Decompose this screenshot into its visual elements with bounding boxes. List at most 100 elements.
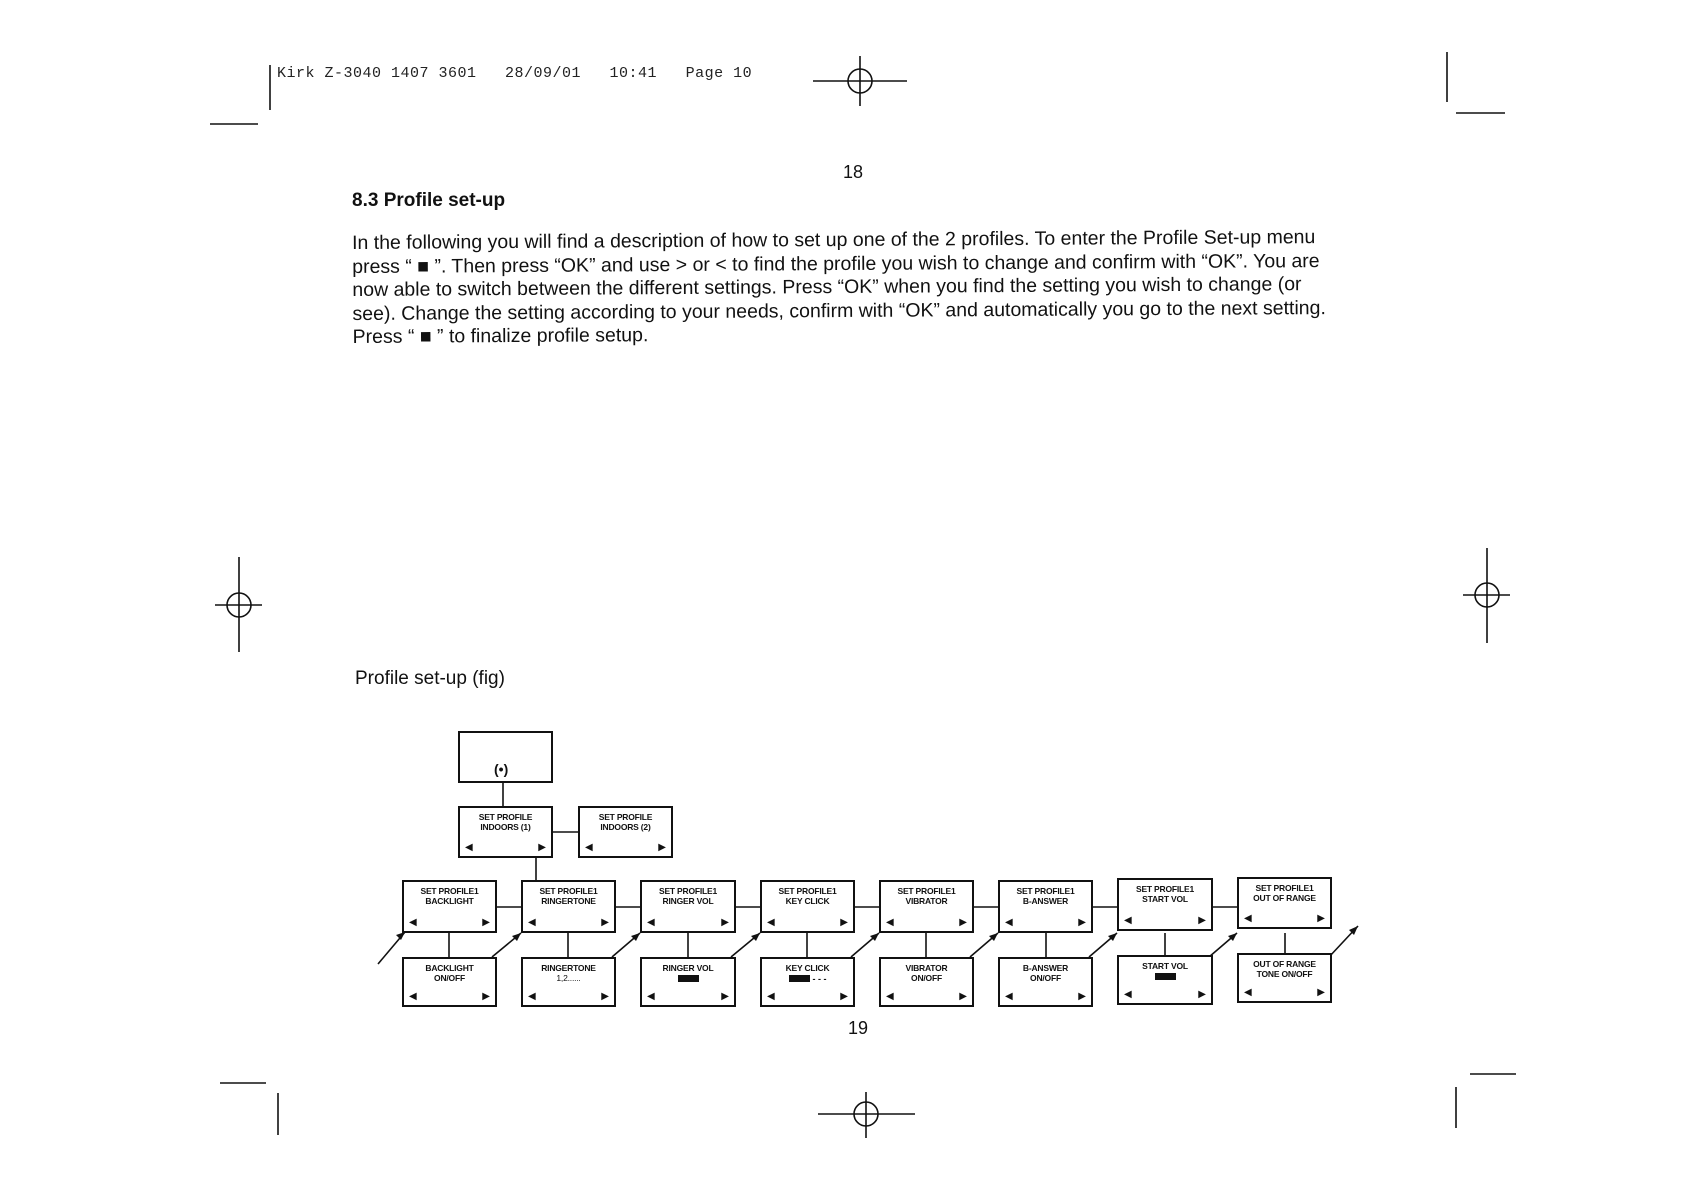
page-number-top: 18	[843, 162, 864, 182]
lcd-profile-indoors-2: SET PROFILE INDOORS (2) ◀ ▶	[578, 806, 673, 858]
volume-bars	[1119, 971, 1211, 981]
right-arrow-icon: ▶	[959, 991, 967, 1002]
left-arrow-icon: ◀	[1124, 989, 1132, 1000]
right-arrow-icon: ▶	[959, 917, 967, 928]
left-arrow-icon: ◀	[647, 991, 655, 1002]
lcd-line: SET PROFILE1	[658, 886, 718, 896]
lcd-line: OUT OF RANGE	[1253, 893, 1316, 903]
lcd-line: RINGERTONE	[541, 896, 596, 906]
lcd-line: SET PROFILE1	[420, 886, 479, 896]
left-arrow-icon: ◀	[1005, 917, 1013, 928]
lcd-setting-out-of-range: SET PROFILE1 OUT OF RANGE ◀ ▶	[1237, 877, 1332, 929]
volume-bar-icon	[677, 975, 699, 983]
lcd-setting-backlight: SET PROFILE1 BACKLIGHT ◀ ▶	[402, 880, 497, 933]
lcd-line: RINGER VOL	[662, 963, 714, 973]
registration-mark-left	[215, 557, 262, 652]
section-title: 8.3 Profile set-up	[352, 190, 506, 211]
lcd-line: BACKLIGHT	[425, 963, 474, 973]
lcd-line: SET PROFILE	[478, 812, 533, 822]
right-arrow-icon: ▶	[538, 842, 546, 853]
figure-caption: Profile set-up (fig)	[355, 668, 505, 689]
lcd-line: BACKLIGHT	[425, 896, 474, 906]
lcd-setting-b-answer: SET PROFILE1 B-ANSWER ◀ ▶	[998, 880, 1093, 933]
registration-mark-bottom	[818, 1092, 915, 1138]
handset-icon: (•)	[494, 761, 509, 777]
lcd-line: - - -	[812, 973, 827, 984]
lcd-line: START VOL	[1142, 961, 1188, 971]
handset-display: (•)	[458, 731, 553, 783]
right-arrow-icon: ▶	[601, 991, 609, 1002]
volume-bars: - - -	[762, 973, 853, 984]
lcd-line: SET PROFILE1	[539, 886, 598, 896]
lcd-setting-ringer-vol: SET PROFILE1 RINGER VOL ◀ ▶	[640, 880, 736, 933]
left-arrow-icon: ◀	[767, 917, 775, 928]
print-slug: Kirk Z-3040 1407 3601 28/09/01 10:41 Pag…	[277, 65, 753, 82]
right-arrow-icon: ▶	[721, 917, 729, 928]
body-line: Press “ ■ ” to finalize profile setup.	[352, 324, 649, 348]
registration-mark-top	[813, 56, 907, 106]
lcd-line: B-ANSWER	[1022, 896, 1069, 906]
left-arrow-icon: ◀	[1244, 913, 1252, 924]
lcd-line: 1,2......	[556, 973, 581, 983]
left-arrow-icon: ◀	[1244, 987, 1252, 998]
right-arrow-icon: ▶	[601, 917, 609, 928]
lcd-line: KEY CLICK	[785, 963, 830, 973]
lcd-line: VIBRATOR	[905, 896, 948, 906]
volume-bar-icon	[788, 975, 810, 983]
lcd-line: ON/OFF	[1030, 973, 1061, 983]
right-arrow-icon: ▶	[721, 991, 729, 1002]
lcd-value-out-of-range: OUT OF RANGE TONE ON/OFF ◀ ▶	[1237, 953, 1332, 1003]
body-paragraph: In the following you will find a descrip…	[352, 226, 1353, 350]
lcd-line: RINGER VOL	[662, 896, 714, 906]
lcd-line: B-ANSWER	[1022, 963, 1069, 973]
volume-bars	[642, 973, 734, 983]
lcd-line: SET PROFILE1	[897, 886, 956, 896]
right-arrow-icon: ▶	[1078, 991, 1086, 1002]
left-arrow-icon: ◀	[528, 991, 536, 1002]
lcd-value-ringer-vol: RINGER VOL ◀ ▶	[640, 957, 736, 1007]
left-arrow-icon: ◀	[585, 842, 593, 853]
lcd-value-b-answer: B-ANSWER ON/OFF ◀ ▶	[998, 957, 1093, 1007]
lcd-line: OUT OF RANGE	[1253, 959, 1316, 969]
left-arrow-icon: ◀	[886, 917, 894, 928]
lcd-line: SET PROFILE1	[1135, 884, 1195, 894]
lcd-value-vibrator: VIBRATOR ON/OFF ◀ ▶	[879, 957, 974, 1007]
volume-bar-icon	[1154, 973, 1176, 981]
right-arrow-icon: ▶	[482, 917, 490, 928]
lcd-value-start-vol: START VOL ◀ ▶	[1117, 955, 1213, 1005]
left-arrow-icon: ◀	[409, 991, 417, 1002]
lcd-setting-ringertone: SET PROFILE1 RINGERTONE ◀ ▶	[521, 880, 616, 933]
left-arrow-icon: ◀	[528, 917, 536, 928]
right-arrow-icon: ▶	[840, 991, 848, 1002]
lcd-setting-key-click: SET PROFILE1 KEY CLICK ◀ ▶	[760, 880, 855, 933]
lcd-line: SET PROFILE1	[778, 886, 837, 896]
right-arrow-icon: ▶	[1317, 913, 1325, 924]
lcd-value-ringertone: RINGERTONE 1,2...... ◀ ▶	[521, 957, 616, 1007]
lcd-line: VIBRATOR	[905, 963, 948, 973]
left-arrow-icon: ◀	[767, 991, 775, 1002]
left-arrow-icon: ◀	[1124, 915, 1132, 926]
lcd-line: KEY CLICK	[785, 896, 830, 906]
right-arrow-icon: ▶	[658, 842, 666, 853]
lcd-line: INDOORS (1)	[480, 822, 531, 832]
left-arrow-icon: ◀	[1005, 991, 1013, 1002]
lcd-profile-indoors-1: SET PROFILE INDOORS (1) ◀ ▶	[458, 806, 553, 858]
registration-mark-right	[1463, 548, 1510, 643]
lcd-line: ON/OFF	[434, 973, 465, 983]
lcd-setting-start-vol: SET PROFILE1 START VOL ◀ ▶	[1117, 878, 1213, 931]
lcd-line: SET PROFILE1	[1016, 886, 1075, 896]
right-arrow-icon: ▶	[1198, 989, 1206, 1000]
lcd-line: TONE ON/OFF	[1256, 969, 1313, 979]
lcd-line: START VOL	[1142, 894, 1188, 904]
lcd-line: SET PROFILE1	[1255, 883, 1314, 893]
left-arrow-icon: ◀	[409, 917, 417, 928]
right-arrow-icon: ▶	[840, 917, 848, 928]
right-arrow-icon: ▶	[1078, 917, 1086, 928]
lcd-setting-vibrator: SET PROFILE1 VIBRATOR ◀ ▶	[879, 880, 974, 933]
left-arrow-icon: ◀	[647, 917, 655, 928]
lcd-line: RINGERTONE	[541, 963, 596, 973]
lcd-line: ON/OFF	[911, 973, 942, 983]
left-arrow-icon: ◀	[465, 842, 473, 853]
lcd-value-backlight: BACKLIGHT ON/OFF ◀ ▶	[402, 957, 497, 1007]
